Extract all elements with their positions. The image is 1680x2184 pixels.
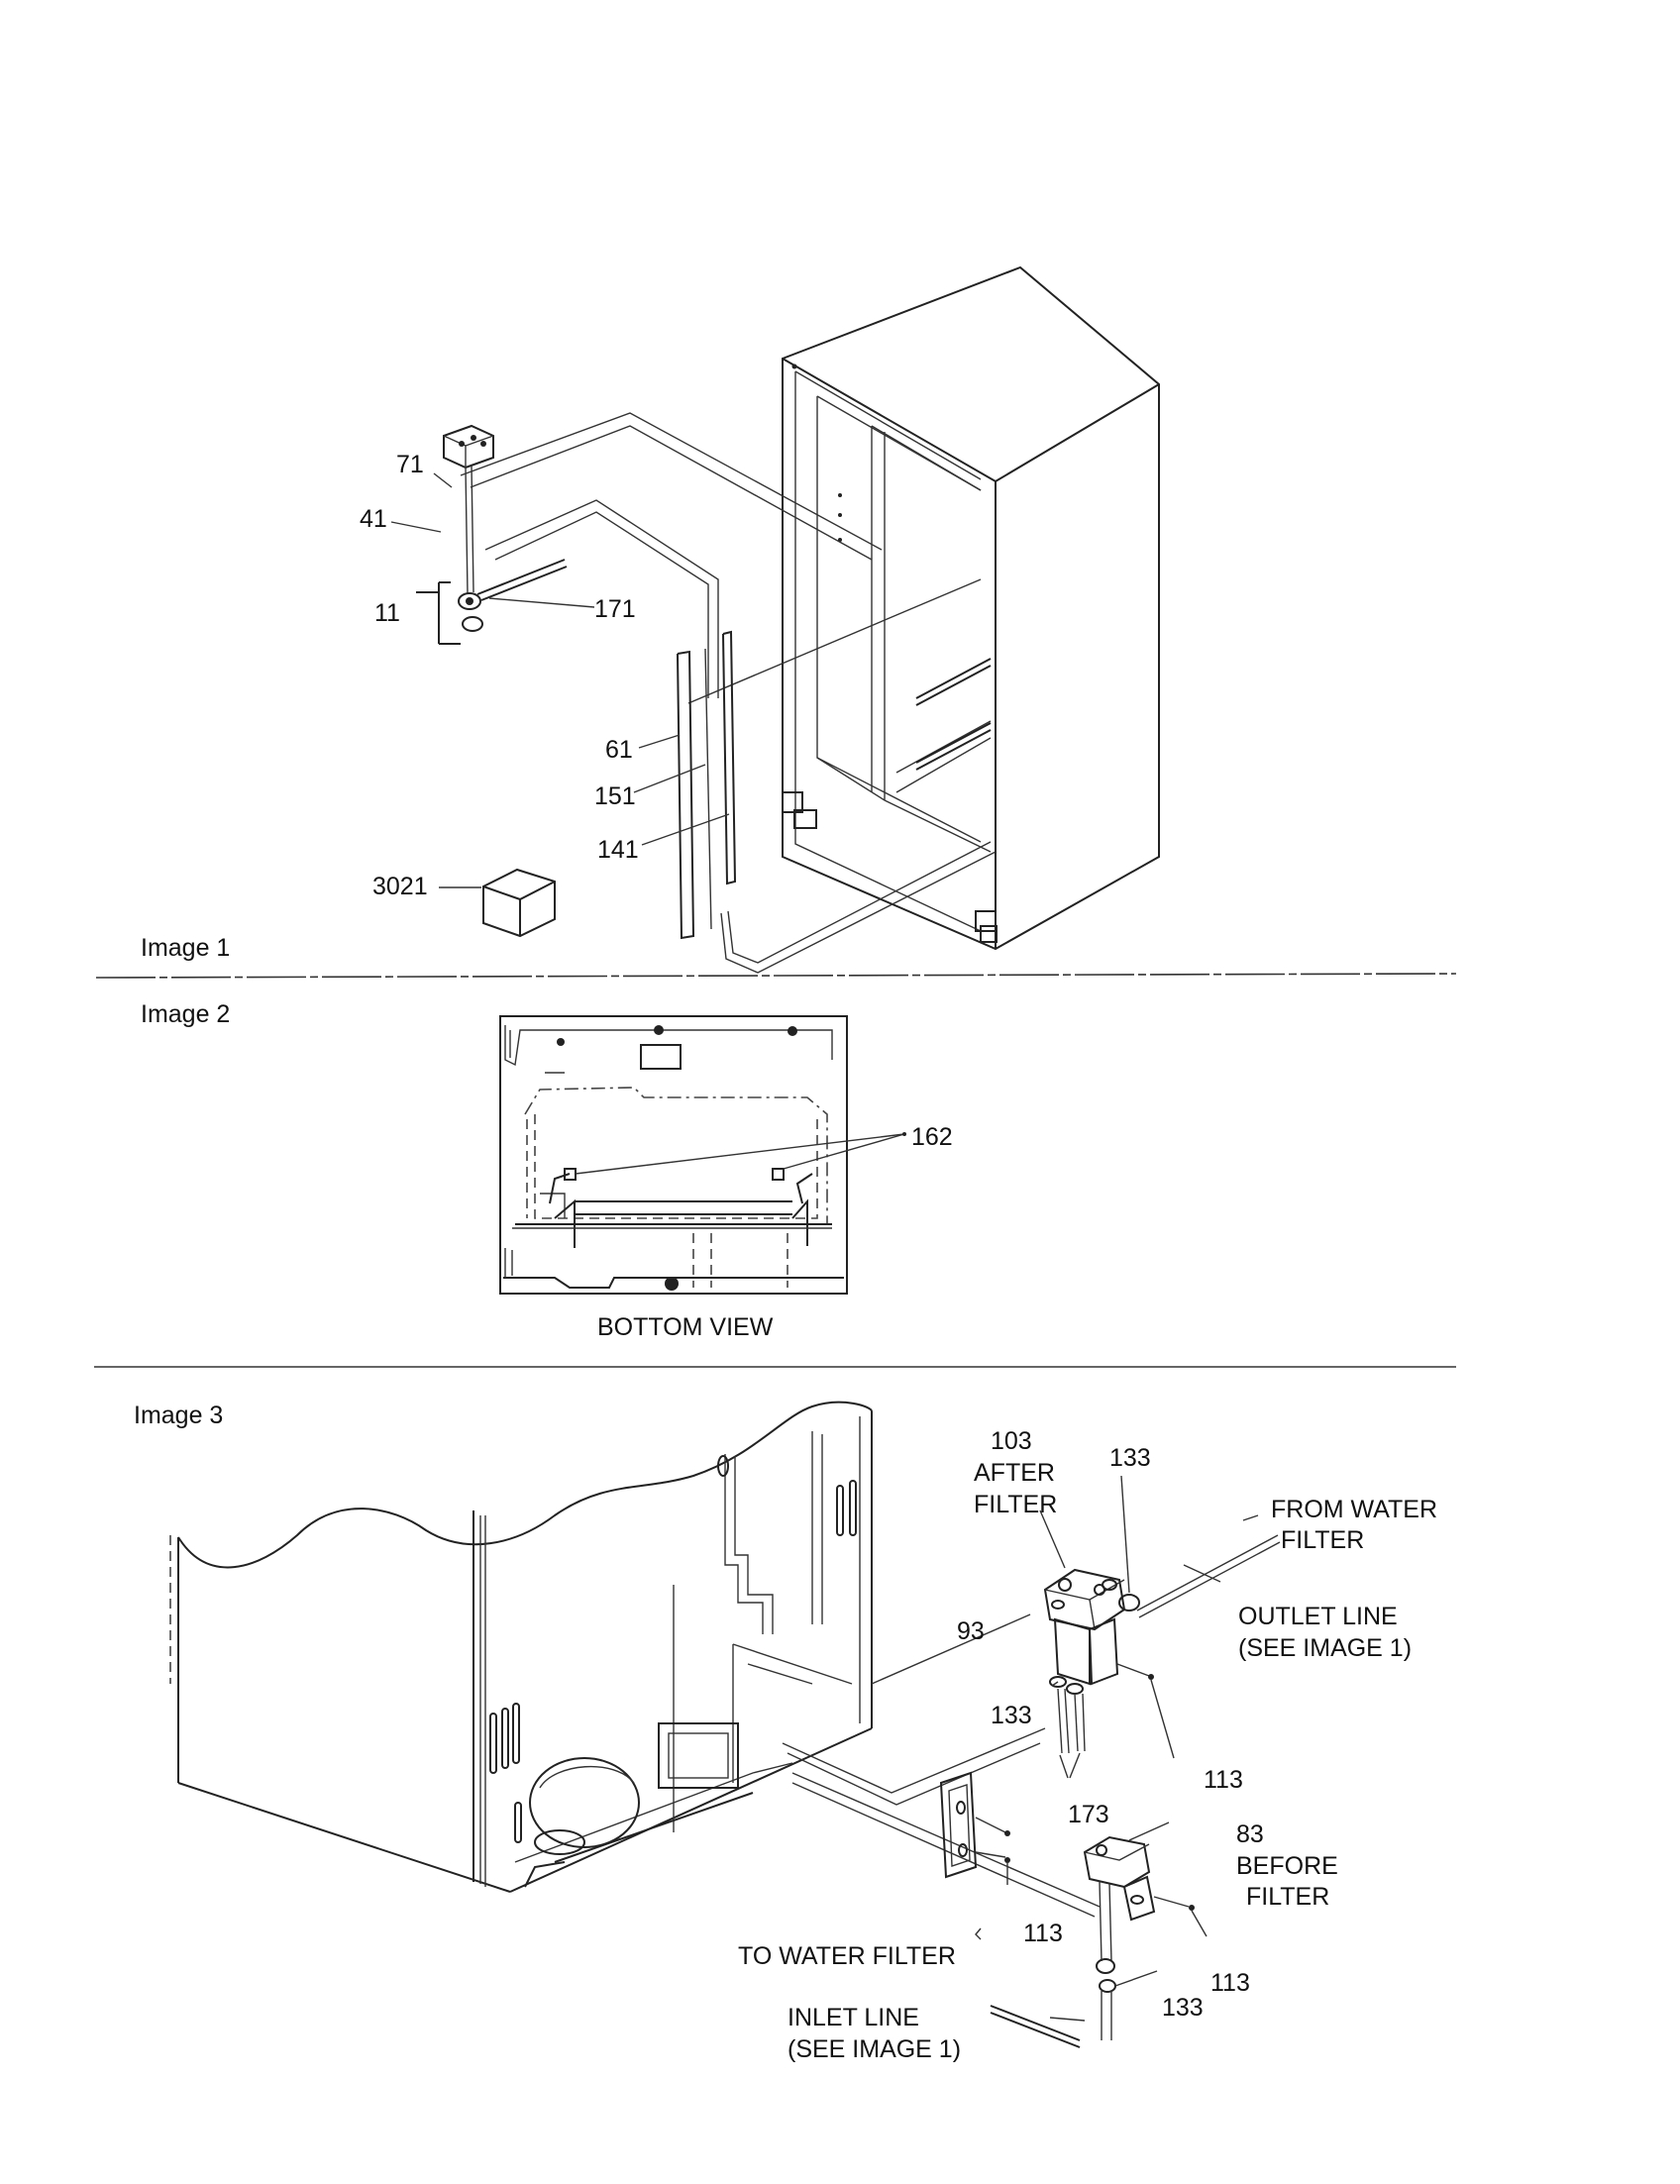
callout-133-top: 133 <box>1109 1444 1151 1472</box>
callout-173: 173 <box>1068 1801 1109 1828</box>
label-outlet-line-1: OUTLET LINE <box>1238 1603 1398 1630</box>
callout-71: 71 <box>396 451 424 478</box>
callout-133-mid: 133 <box>991 1702 1032 1729</box>
cabinet-back-cutaway <box>169 1401 1031 1893</box>
water-tube-routing <box>460 412 997 974</box>
label-to-water-filter: TO WATER FILTER <box>738 1942 956 1970</box>
fitting-133-top <box>1118 1594 1140 1612</box>
fitting-133-bottom <box>1099 1979 1116 1993</box>
callout-3021: 3021 <box>372 873 428 900</box>
callout-103: 103 <box>991 1427 1032 1455</box>
image3-diagram: Image 3 <box>134 1401 1437 2063</box>
image3-title: Image 3 <box>134 1402 223 1429</box>
callout-61: 61 <box>605 736 633 764</box>
water-valve-103-after-filter <box>1043 1568 1154 1754</box>
callout-171: 171 <box>594 595 636 623</box>
image1-diagram: 71 41 11 171 61 151 141 3021 Image 1 <box>141 265 1160 974</box>
label-inlet-line-1: INLET LINE <box>788 2004 919 2031</box>
callout-83: 83 <box>1236 1820 1264 1848</box>
callout-162: 162 <box>911 1123 953 1151</box>
callout-41: 41 <box>360 505 387 533</box>
callout-113-lower: 113 <box>1210 1969 1250 1997</box>
callout-11: 11 <box>374 599 400 627</box>
tube-strips <box>677 630 737 940</box>
callout-141: 141 <box>597 836 639 864</box>
image1-title: Image 1 <box>141 934 230 962</box>
label-after-filter-1: AFTER <box>974 1459 1055 1487</box>
bottom-view-frame <box>499 1015 848 1295</box>
image3-leaders <box>975 1475 1259 2022</box>
callout-93: 93 <box>957 1617 985 1645</box>
callout-133-bottom: 133 <box>1162 1994 1204 2022</box>
bottom-view-caption: BOTTOM VIEW <box>597 1313 774 1341</box>
label-after-filter-2: FILTER <box>974 1491 1057 1518</box>
image1-leaders <box>390 472 730 888</box>
label-before-filter-1: BEFORE <box>1236 1852 1338 1880</box>
callout-113-bracket: 113 <box>1023 1920 1063 1947</box>
label-before-filter-2: FILTER <box>1246 1883 1329 1911</box>
section-divider-1 <box>95 973 1457 979</box>
cabinet-drawing <box>782 265 1160 951</box>
label-from-water-filter-1: FROM WATER <box>1271 1496 1437 1523</box>
callout-151: 151 <box>594 782 636 810</box>
label-outlet-line-2: (SEE IMAGE 1) <box>1238 1634 1412 1662</box>
label-from-water-filter-2: FILTER <box>1281 1526 1364 1554</box>
part-box-3021 <box>482 868 556 938</box>
valve-assembly <box>416 424 568 645</box>
image2-diagram: Image 2 162 BOTTOM VIEW <box>141 1000 953 1341</box>
label-inlet-line-2: (SEE IMAGE 1) <box>788 2035 961 2063</box>
mounting-bracket-93 <box>939 1771 1010 1879</box>
callout-113-upper: 113 <box>1204 1766 1243 1794</box>
water-tubing <box>782 1534 1281 2048</box>
image2-title: Image 2 <box>141 1000 230 1028</box>
machine-compartment-parts <box>524 1722 754 1888</box>
